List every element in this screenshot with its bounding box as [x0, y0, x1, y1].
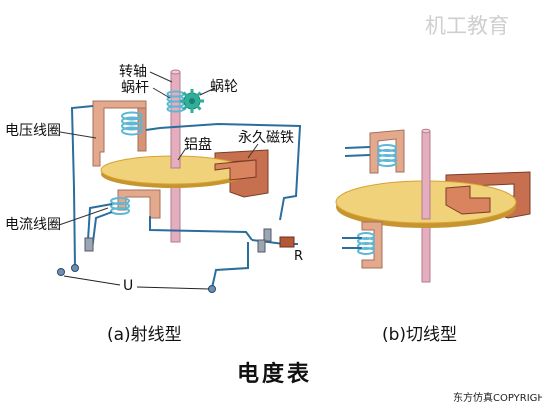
diagram-b: (b)切线型	[335, 128, 531, 345]
label-permanent-magnet: 永久磁铁	[238, 130, 294, 146]
voltage-coil	[92, 100, 147, 167]
current-coil	[110, 189, 161, 219]
worm-gear-icon	[180, 89, 204, 113]
label-resistor: R	[294, 249, 303, 264]
page-title: 电度表	[237, 361, 312, 387]
caption-a: (a)射线型	[107, 325, 182, 345]
diagram-a: 转轴 蜗杆 蜗轮 电压线圈 铝盘 永久磁铁 电流线圈 R U (a)射线型	[5, 64, 303, 345]
label-voltage-coil: 电压线圈	[5, 123, 61, 139]
copyright-text: 东方仿真COPYRIGHT	[453, 391, 542, 404]
label-shaft: 转轴	[119, 64, 147, 80]
leader-lines-a	[58, 71, 259, 226]
bottom-coil	[342, 221, 383, 269]
label-voltage-u: U	[123, 278, 133, 294]
watermark-text: 机工教育	[425, 14, 509, 38]
caption-b: (b)切线型	[382, 325, 457, 345]
terminals-a	[57, 228, 272, 293]
label-aluminum-disc: 铝盘	[184, 136, 212, 153]
magnet-b-front	[445, 185, 491, 215]
magnet-front	[214, 159, 257, 181]
label-current-coil: 电流线圈	[5, 217, 61, 233]
shaft-upper	[170, 71, 181, 169]
voltage-u-line	[63, 275, 210, 290]
label-worm-gear: 蜗轮	[210, 79, 238, 95]
aluminum-disc	[100, 155, 246, 188]
top-coil	[344, 129, 405, 174]
resistor-icon	[279, 236, 295, 248]
shaft-b-upper	[421, 130, 431, 220]
label-worm: 蜗杆	[121, 80, 149, 96]
